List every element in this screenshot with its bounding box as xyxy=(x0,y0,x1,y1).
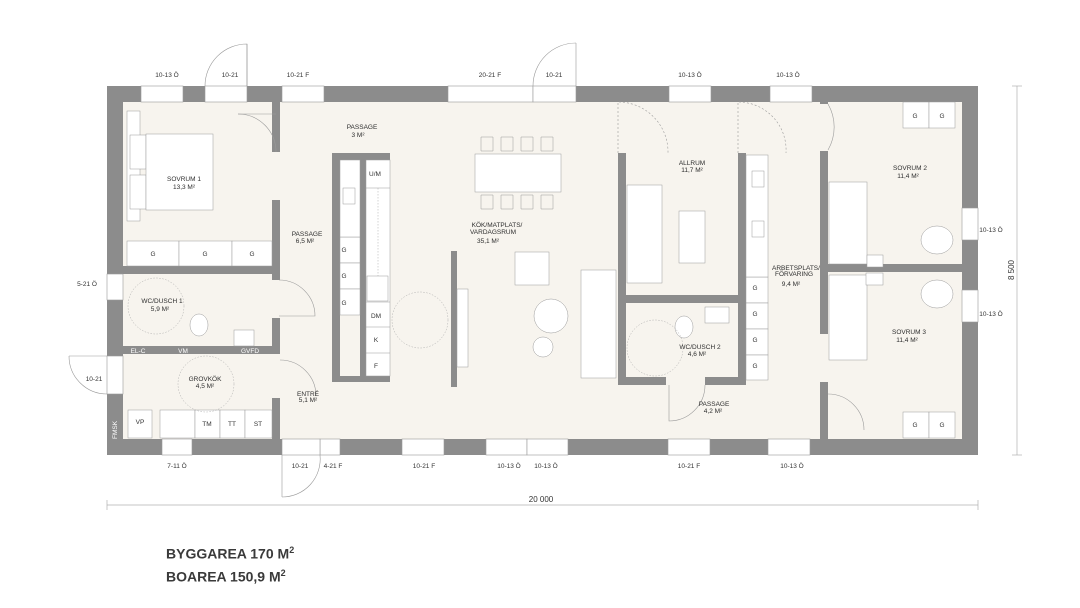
room-sovrum-1: SOVRUM 1 xyxy=(167,176,201,183)
svg-text:10-13 Ö: 10-13 Ö xyxy=(979,226,1003,234)
svg-text:G: G xyxy=(939,422,944,429)
svg-text:10-21 F: 10-21 F xyxy=(678,463,700,470)
doors xyxy=(68,42,577,498)
svg-text:ST: ST xyxy=(254,421,262,428)
svg-text:G: G xyxy=(150,251,155,258)
depth-dimension: 8 500 xyxy=(1007,259,1016,280)
svg-text:10-21: 10-21 xyxy=(292,463,309,470)
dimension-lines xyxy=(106,85,1022,510)
svg-text:10-21: 10-21 xyxy=(222,72,239,79)
svg-text:DM: DM xyxy=(371,313,381,320)
svg-text:10-13 Ö: 10-13 Ö xyxy=(155,71,179,79)
svg-text:G: G xyxy=(752,337,757,344)
svg-text:VM: VM xyxy=(178,348,188,355)
wardrobes xyxy=(126,101,956,439)
svg-text:G: G xyxy=(752,363,757,370)
boarea-label: BOAREA 150,9 M2 xyxy=(166,567,286,585)
room-passage-3: PASSAGE xyxy=(699,401,730,408)
svg-text:EL-C: EL-C xyxy=(131,348,146,355)
turning-circles xyxy=(127,188,684,413)
svg-text:TM: TM xyxy=(202,421,211,428)
svg-text:5,9 M²: 5,9 M² xyxy=(151,306,170,313)
svg-text:G: G xyxy=(912,113,917,120)
opening-labels-top: 10-13 Ö 10-21 10-21 F 20-21 F 10-21 10-1… xyxy=(155,71,800,79)
svg-text:U/M: U/M xyxy=(369,171,381,178)
svg-text:GVFD: GVFD xyxy=(241,348,259,355)
dining-chairs xyxy=(342,136,765,238)
svg-text:11,4 M²: 11,4 M² xyxy=(896,337,918,344)
room-arbetsplats-forvaring: ARBETSPLATS/ xyxy=(772,265,820,272)
svg-text:10-21: 10-21 xyxy=(546,72,563,79)
exterior-walls xyxy=(107,86,978,455)
svg-text:G: G xyxy=(249,251,254,258)
room-grovkok: GROVKÖK xyxy=(189,375,223,383)
room-allrum: ALLRUM xyxy=(679,160,705,167)
svg-text:G: G xyxy=(912,422,917,429)
svg-text:20-21 F: 20-21 F xyxy=(479,72,501,79)
svg-text:13,3 M²: 13,3 M² xyxy=(173,184,196,191)
svg-text:VP: VP xyxy=(136,419,145,426)
svg-text:10-13 Ö: 10-13 Ö xyxy=(776,71,800,79)
svg-text:10-21 F: 10-21 F xyxy=(413,463,435,470)
svg-text:35,1 M²: 35,1 M² xyxy=(477,238,500,245)
svg-text:K: K xyxy=(374,337,379,344)
svg-text:10-13 Ö: 10-13 Ö xyxy=(780,462,804,470)
svg-text:4,2 M²: 4,2 M² xyxy=(704,408,723,415)
room-passage-2: PASSAGE xyxy=(292,231,323,238)
svg-text:G: G xyxy=(939,113,944,120)
svg-text:G: G xyxy=(752,311,757,318)
windows xyxy=(106,85,979,456)
room-sovrum-2: SOVRUM 2 xyxy=(893,165,927,172)
svg-text:4-21 F: 4-21 F xyxy=(324,463,343,470)
svg-text:11,4 M²: 11,4 M² xyxy=(897,173,919,180)
width-dimension: 20 000 xyxy=(529,495,554,504)
svg-text:G: G xyxy=(341,273,346,280)
svg-text:9,4 M²: 9,4 M² xyxy=(782,281,801,288)
svg-text:4,5 M²: 4,5 M² xyxy=(196,383,215,390)
svg-text:5-21 Ö: 5-21 Ö xyxy=(77,280,97,288)
room-wc-dusch-1: WC/DUSCH 1 xyxy=(141,298,183,305)
svg-text:G: G xyxy=(341,300,346,307)
svg-text:6,5 M²: 6,5 M² xyxy=(296,238,315,245)
svg-text:10-13 Ö: 10-13 Ö xyxy=(979,310,1003,318)
fixture-labels: U/M DM K F EL-C VM GVFD VP TM TT ST FMSK xyxy=(112,171,381,439)
room-wc-dusch-2: WC/DUSCH 2 xyxy=(679,344,721,351)
svg-text:11,7 M²: 11,7 M² xyxy=(681,167,703,174)
furniture xyxy=(126,110,954,439)
opening-labels-sides: 5-21 Ö 10-21 10-13 Ö 10-13 Ö xyxy=(77,226,1003,383)
svg-text:VARDAGSRUM: VARDAGSRUM xyxy=(470,229,516,236)
svg-text:10-13 Ö: 10-13 Ö xyxy=(497,462,521,470)
svg-text:F: F xyxy=(374,363,378,370)
svg-text:4,6 M²: 4,6 M² xyxy=(688,351,707,358)
svg-text:10-13 Ö: 10-13 Ö xyxy=(678,71,702,79)
interior-door-swings xyxy=(237,101,865,431)
room-sovrum-3: SOVRUM 3 xyxy=(892,329,926,336)
svg-text:5,1 M²: 5,1 M² xyxy=(299,397,318,404)
interior-walls xyxy=(123,100,962,439)
room-kok-matplats-vardagsrum: KÖK/MATPLATS/ xyxy=(472,221,523,229)
svg-text:7-11 Ö: 7-11 Ö xyxy=(167,462,186,470)
svg-text:TT: TT xyxy=(228,421,236,428)
wardrobe-labels: G G G G G G G G G G G G G G xyxy=(150,113,944,429)
svg-text:3 M²: 3 M² xyxy=(352,132,366,139)
svg-text:10-13 Ö: 10-13 Ö xyxy=(534,462,558,470)
svg-text:10-21: 10-21 xyxy=(86,376,103,383)
byggarea-label: BYGGAREA 170 M2 xyxy=(166,545,295,562)
room-labels: SOVRUM 1 13,3 M² PASSAGE 3 M² PASSAGE 6,… xyxy=(141,124,927,415)
svg-text:FMSK: FMSK xyxy=(112,420,119,439)
opening-labels-bottom: 7-11 Ö 10-21 4-21 F 10-21 F 10-13 Ö 10-1… xyxy=(167,462,803,470)
svg-text:10-21 F: 10-21 F xyxy=(287,72,309,79)
svg-text:G: G xyxy=(202,251,207,258)
room-entre: ENTRÉ xyxy=(297,389,320,398)
svg-text:FÖRVARING: FÖRVARING xyxy=(775,270,813,278)
svg-text:G: G xyxy=(752,285,757,292)
svg-text:G: G xyxy=(341,247,346,254)
area-summary: BYGGAREA 170 M2 BOAREA 150,9 M2 xyxy=(166,541,294,586)
room-passage-1: PASSAGE xyxy=(347,124,378,131)
